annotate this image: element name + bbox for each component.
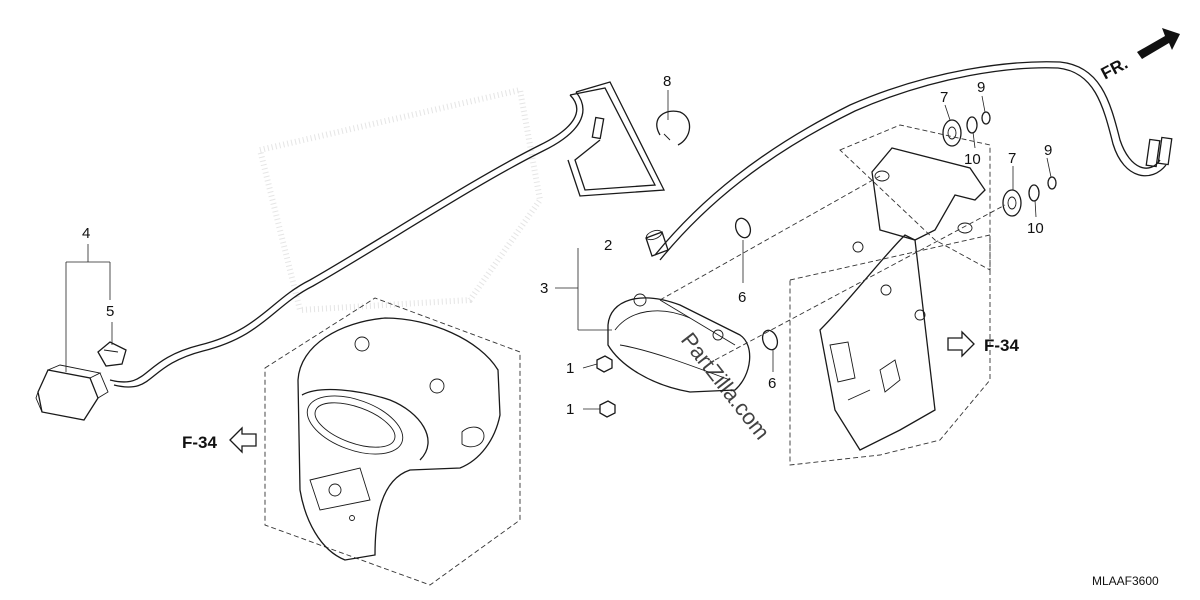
collar-part-2: [645, 229, 669, 257]
nut-parts-1: [596, 355, 616, 418]
callout-2: 2: [604, 237, 612, 254]
connector-part-4: [35, 364, 109, 421]
tail-light-part-3: [607, 293, 751, 393]
callout-9a: 9: [977, 79, 985, 96]
leader-lines: [65, 90, 1052, 410]
assembly-outlines: [264, 124, 991, 586]
reference-left: F-34: [182, 433, 218, 452]
callout-5: 5: [106, 303, 114, 320]
front-direction-label: FR.: [1098, 54, 1131, 84]
front-direction-arrow-icon: [1137, 28, 1180, 59]
callout-4: 4: [82, 225, 90, 242]
washers-part-10: [966, 116, 1040, 202]
clip-part-5: [97, 341, 127, 367]
diagram-code: MLAAF3600: [1092, 574, 1159, 588]
watermark: PartZilla.com: [676, 328, 775, 445]
callout-1a: 1: [566, 360, 574, 377]
washers-part-6: [734, 217, 779, 351]
rear-fender-housing: [297, 317, 501, 561]
callout-10a: 10: [964, 151, 981, 168]
arrow-left-outline-icon: [229, 426, 257, 454]
callout-7a: 7: [940, 89, 948, 106]
callout-9b: 9: [1044, 142, 1052, 159]
callout-6a: 6: [738, 289, 746, 306]
band-part-8: [656, 110, 691, 146]
callout-8: 8: [663, 73, 671, 90]
callout-10b: 10: [1027, 220, 1044, 237]
background-halftone: [256, 86, 544, 314]
reference-right: F-34: [984, 336, 1020, 355]
grommets-part-7: [942, 119, 1022, 217]
callout-6b: 6: [768, 375, 776, 392]
callout-7b: 7: [1008, 150, 1016, 167]
callout-3: 3: [540, 280, 548, 297]
callout-labels: 1 1 2 3 4 5 6 6 7 7 8 9 9 10 10: [82, 73, 1052, 418]
arrow-right-outline-icon: [947, 330, 975, 358]
nuts-part-9: [981, 111, 1057, 190]
callout-1b: 1: [566, 401, 574, 418]
license-bracket: [819, 147, 986, 451]
wire-harness: [109, 61, 1173, 388]
